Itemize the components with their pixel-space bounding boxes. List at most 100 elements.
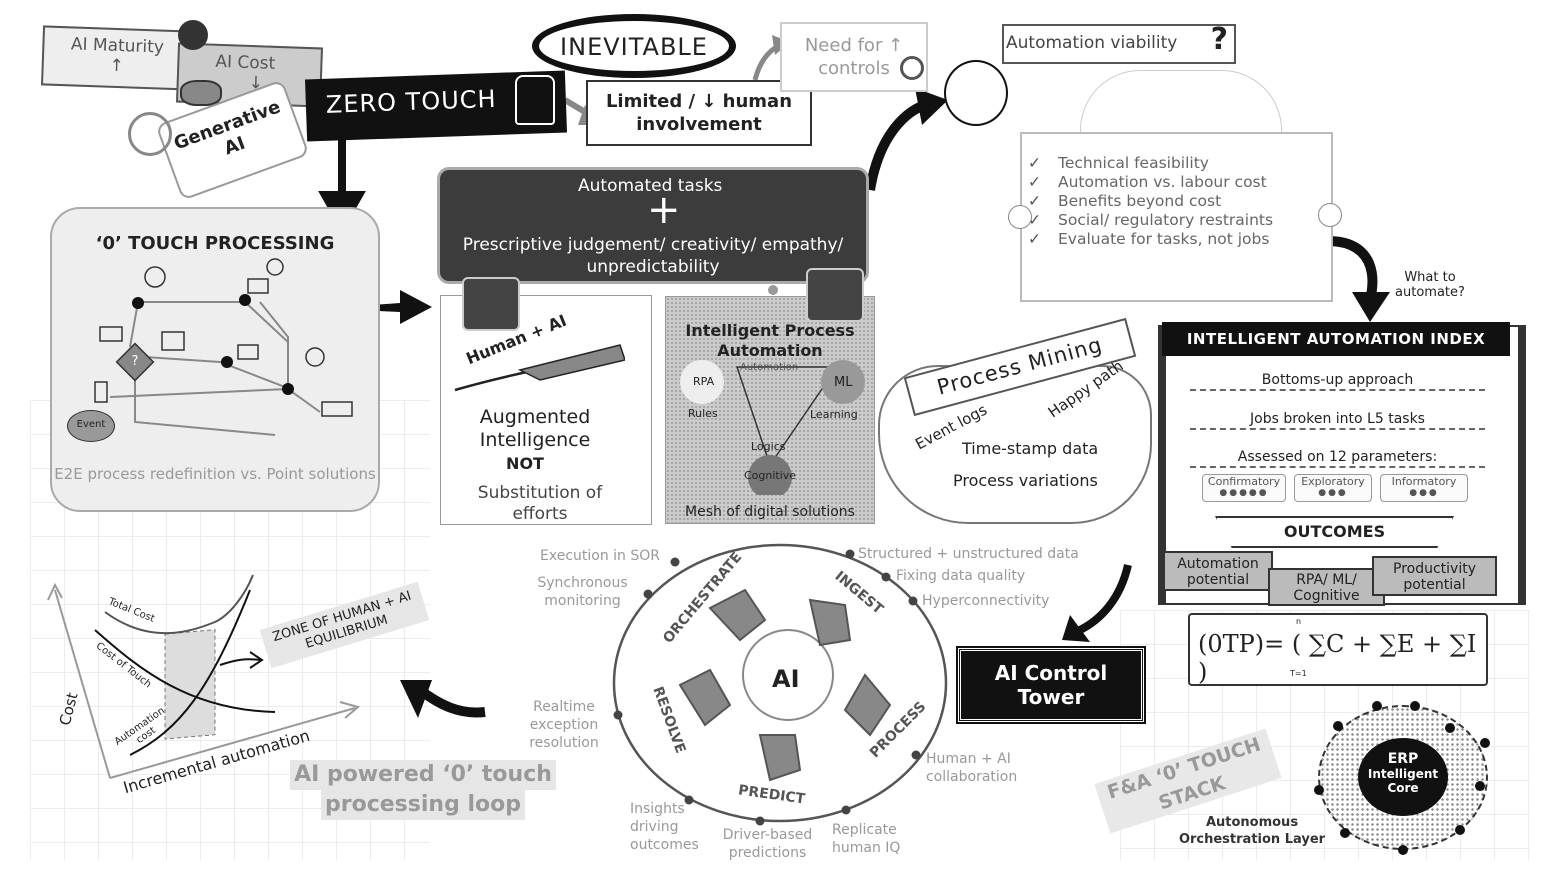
team-icon: [99, 326, 123, 342]
cognitive-label: Cognitive: [743, 469, 797, 482]
param-confirmatory: Confirmatory●●●●●: [1202, 474, 1286, 502]
ai-control-tower: AI Control Tower: [956, 646, 1146, 724]
processing-caption: E2E process redefinition vs. Point solut…: [54, 465, 376, 483]
coins-icon: [180, 80, 222, 106]
ring-nodes: [1314, 701, 1490, 855]
flow-node-2: [239, 294, 251, 306]
curved-arrow-icon-3: [1078, 564, 1132, 634]
brain-node-icon: [144, 266, 166, 288]
cost-of-touch-curve: [94, 629, 276, 713]
monitor-icon: [247, 278, 269, 294]
param-informatory: Informatory●●●: [1380, 474, 1468, 502]
limited-involvement-note: Limited / ↓ human involvement: [586, 80, 812, 146]
loop-segment: [678, 668, 732, 727]
param-label: Exploratory: [1301, 475, 1365, 488]
total-cost-curve: [104, 574, 254, 635]
sum-bottom-label: T=1: [1290, 669, 1307, 678]
learning-label: Learning: [810, 408, 858, 421]
rules-label: Rules: [688, 407, 718, 420]
iai-header: INTELLIGENT AUTOMATION INDEX: [1162, 322, 1510, 356]
loop-label: Synchronous monitoring: [537, 575, 628, 609]
loop-caption-line2: processing loop: [321, 790, 525, 820]
loop-label: Fixing data quality: [896, 568, 1026, 584]
iai-row: Assessed on 12 parameters:: [1190, 449, 1485, 468]
iai-row: Jobs broken into L5 tasks: [1190, 411, 1485, 430]
prescriptive-label: Prescriptive judgement/ creativity/ empa…: [462, 235, 844, 277]
param-label: Confirmatory: [1207, 475, 1281, 488]
formula-box: (0TP)= ( ∑C + ∑E + ∑I ) n T=1: [1188, 613, 1488, 686]
hand-left-icon: [1008, 205, 1032, 229]
ipa-title: Intelligent Process Automation: [685, 321, 855, 360]
hand-icon: [515, 75, 555, 125]
ml-label: ML: [834, 375, 853, 390]
substitution-label: Substitution of efforts: [477, 483, 603, 524]
core-label-1: Intelligent: [1367, 767, 1439, 781]
connector-dot: [768, 285, 778, 295]
augmented-label: Augmented Intelligence: [479, 406, 591, 451]
ai-maturity-note: AI Maturity ↑: [40, 25, 194, 91]
automated-tasks-box: Automated tasks + Prescriptive judgement…: [437, 167, 869, 284]
person-icon: [462, 277, 520, 331]
automated-tasks-label: Automated tasks: [578, 176, 723, 196]
orchestration-layer-label: Autonomous Orchestration Layer: [1178, 815, 1326, 847]
curved-arrow-icon-4: [417, 685, 486, 718]
loop-label: Structured + unstructured data: [858, 546, 1079, 562]
equilibrium-zone: [164, 629, 216, 740]
not-label: NOT: [506, 454, 544, 473]
core-label-2: Core: [1387, 781, 1419, 795]
arrow-up-icon: ↑: [109, 55, 125, 77]
outcome-productivity-potential: Productivity potential: [1372, 556, 1497, 596]
erp-core: ERP Intelligent Core: [1358, 738, 1448, 816]
handshake-icon: [450, 335, 626, 395]
processing-title: ‘0’ TOUCH PROCESSING: [95, 233, 335, 254]
question-mark-icon: ?: [1210, 22, 1228, 57]
event-node: Event: [67, 410, 115, 442]
loop-label: Replicate human IQ: [832, 822, 901, 856]
ipa-triangle: [680, 360, 865, 495]
viability-item: Automation vs. labour cost: [1022, 173, 1331, 192]
cost-chart: [47, 574, 361, 779]
mesh-label: Mesh of digital solutions: [685, 504, 855, 520]
flow-node-4: [282, 383, 294, 395]
loop-label: Insights driving outcomes: [630, 801, 699, 853]
loop-caption: AI powered ‘0’ touch processing loop: [283, 760, 563, 820]
sum-top-label: n: [1296, 617, 1302, 626]
viability-list: Technical feasibility Automation vs. lab…: [1022, 154, 1331, 249]
brain-icon: [178, 20, 208, 50]
viability-title-note: Automation viability ?: [1002, 22, 1236, 64]
right-arrow-icon: [358, 290, 432, 324]
flow-node-3: [221, 356, 233, 368]
curved-arrow-icon: [865, 100, 927, 191]
decision-diamond-icon: [115, 342, 155, 382]
x-axis: [109, 707, 356, 779]
what-to-automate-label: What to automate?: [1395, 270, 1465, 300]
loop-segment: [843, 673, 892, 737]
timestamp-label: Time-stamp data: [962, 439, 1099, 458]
ai-cost-label: AI Cost: [215, 51, 276, 74]
plus-label: +: [647, 187, 681, 233]
event-label: Event: [76, 419, 106, 430]
cubes-icon: [161, 331, 185, 351]
y-axis: [54, 589, 111, 779]
loop-center-label: AI: [772, 665, 800, 693]
robot-arm-icon: [237, 344, 259, 360]
outcomes-title: OUTCOMES: [1215, 516, 1454, 548]
inevitable-badge: INEVITABLE: [532, 14, 736, 78]
param-label: Informatory: [1391, 475, 1457, 488]
loop-caption-line1: AI powered ‘0’ touch: [290, 760, 556, 790]
ai-loop-diagram: [612, 543, 948, 826]
vr-headset-icon: [321, 401, 353, 417]
loop-label: Human + AI collaboration: [926, 751, 1018, 785]
loop-label: Driver-based predictions: [722, 827, 813, 861]
loop-label: Realtime exception resolution: [529, 699, 599, 751]
viability-item: Evaluate for tasks, not jobs: [1022, 230, 1298, 249]
cloud-icon: [266, 258, 284, 276]
viability-item: Benefits beyond cost: [1022, 192, 1331, 211]
variations-label: Process variations: [953, 471, 1098, 490]
param-dots: ●●●: [1409, 488, 1439, 498]
automation-label: Automation: [740, 362, 799, 373]
viability-item: Technical feasibility: [1022, 154, 1331, 173]
idea-person-icon: [305, 347, 325, 367]
param-dots: ●●●: [1318, 488, 1348, 498]
viability-item: Social/ regulatory restraints: [1022, 211, 1278, 230]
